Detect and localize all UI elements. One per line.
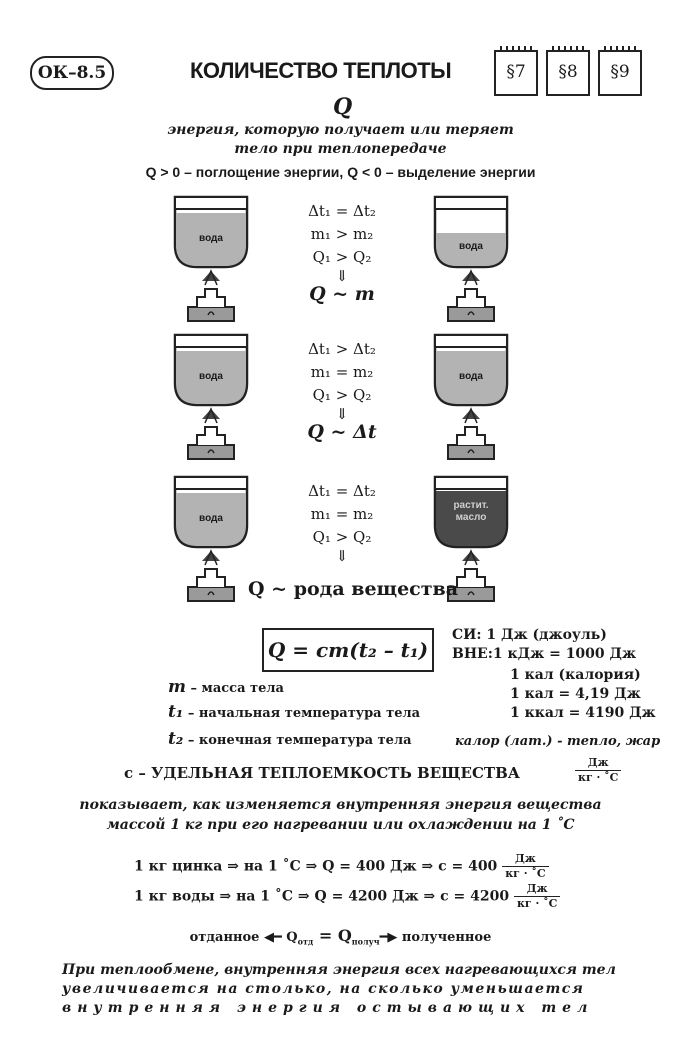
heat-balance: отданное ◀━ Qотд = Qполуч━▶ полученное bbox=[189, 926, 492, 947]
sign-condition: Q > 0 – поглощение энергии, Q < 0 – выде… bbox=[145, 164, 536, 180]
experiment-1-relations: Δt₁ = Δt₂ m₁ > m₂ Q₁ > Q₂ ⇓ Q ~ m bbox=[272, 200, 412, 306]
section-label: §9 bbox=[610, 62, 630, 82]
section-tab-9[interactable]: §9 bbox=[598, 46, 642, 96]
conclusion-line-1: При теплообмене, внутренняя энергия всех… bbox=[62, 962, 616, 978]
quantity-symbol: Q bbox=[333, 94, 353, 120]
vessel-label: вода bbox=[459, 241, 483, 252]
legend-mass: m – масса тела bbox=[168, 677, 284, 697]
vessel-right-3 bbox=[433, 475, 509, 549]
section-label: §7 bbox=[506, 62, 526, 82]
vessel-label: вода bbox=[199, 371, 223, 382]
example-water: 1 кг воды ⇒ на 1 ˚С ⇒ Q = 4200 Дж ⇒ c = … bbox=[134, 882, 561, 911]
conclusion-line-2: увеличивается на столько, на сколько уме… bbox=[62, 981, 585, 997]
vessel-label: вода bbox=[199, 513, 223, 524]
experiment-3-result: Q ~ рода вещества bbox=[248, 578, 459, 600]
section-label: §8 bbox=[558, 62, 578, 82]
section-tab-7[interactable]: §7 bbox=[494, 46, 538, 96]
definition-line-1: энергия, которую получает или теряет bbox=[167, 122, 514, 138]
legend-initial-temp: t₁ – начальная температура тела bbox=[168, 702, 421, 722]
vessel-label: вода bbox=[199, 233, 223, 244]
etymology-note: калор (лат.) - тепло, жар bbox=[455, 734, 661, 749]
vessel-right-1 bbox=[433, 195, 509, 269]
conclusion-line-3: внутренняя энергия остывающих тел bbox=[62, 1000, 594, 1016]
page-title: КОЛИЧЕСТВО ТЕПЛОТЫ bbox=[190, 58, 452, 83]
experiment-2-result: Q ~ Δt bbox=[307, 421, 377, 443]
experiments-illustration bbox=[173, 195, 509, 602]
specific-heat-desc-2: массой 1 кг при его нагревании или охлаж… bbox=[106, 817, 575, 833]
vessel-label: растит. масло bbox=[453, 500, 489, 523]
experiment-3-relations: Δt₁ = Δt₂ m₁ = m₂ Q₁ > Q₂ ⇓ bbox=[308, 482, 376, 565]
units-kcal-joule: 1 ккал = 4190 Дж bbox=[510, 705, 656, 721]
specific-heat-title: c – УДЕЛЬНАЯ ТЕПЛОЕМКОСТЬ ВЕЩЕСТВА bbox=[124, 764, 520, 782]
units-cal-joule: 1 кал = 4,19 Дж bbox=[510, 686, 641, 702]
definition-line-2: тело при теплопередаче bbox=[234, 141, 447, 157]
vessel-left-2 bbox=[173, 333, 249, 407]
example-zinc: 1 кг цинка ⇒ на 1 ˚С ⇒ Q = 400 Дж ⇒ c = … bbox=[134, 852, 549, 881]
units-calorie: 1 кал (калория) bbox=[510, 667, 641, 683]
heat-formula: Q = cm(t₂ – t₁) bbox=[262, 628, 434, 672]
lesson-badge: ОК–8.5 bbox=[30, 56, 114, 90]
vessel-left-3 bbox=[173, 475, 249, 549]
vessel-label: вода bbox=[459, 371, 483, 382]
units-outside: ВНЕ:1 кДж = 1000 Дж bbox=[452, 646, 637, 662]
section-tab-8[interactable]: §8 bbox=[546, 46, 590, 96]
vessel-left-1 bbox=[173, 195, 249, 269]
experiment-1-result: Q ~ m bbox=[309, 283, 375, 305]
units-si: СИ: 1 Дж (джоуль) bbox=[452, 627, 607, 643]
specific-heat-desc-1: показывает, как изменяется внутренняя эн… bbox=[79, 797, 602, 813]
legend-final-temp: t₂ – конечная температура тела bbox=[168, 729, 412, 749]
vessel-right-2 bbox=[433, 333, 509, 407]
experiment-2-relations: Δt₁ > Δt₂ m₁ = m₂ Q₁ > Q₂ ⇓ Q ~ Δt bbox=[272, 338, 412, 444]
